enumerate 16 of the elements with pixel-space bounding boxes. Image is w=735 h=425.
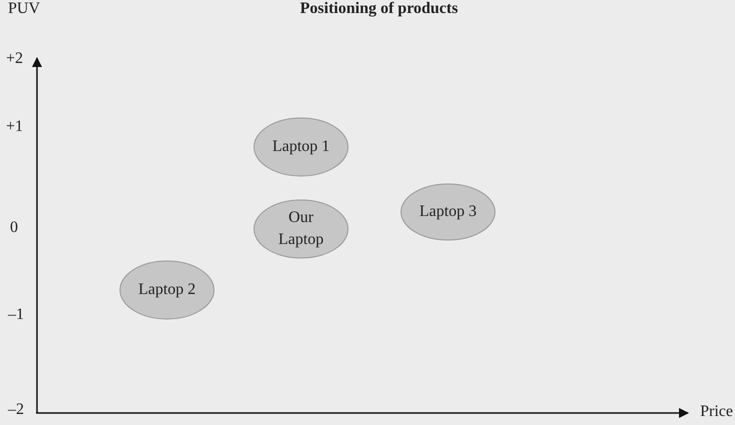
tick-label: +2	[6, 50, 24, 68]
product-ellipse	[253, 117, 349, 177]
product-ellipse	[119, 260, 215, 320]
product-label: Our Laptop	[277, 208, 325, 250]
product-ellipse	[400, 183, 496, 241]
product-ellipse	[253, 199, 349, 259]
axis-title: Price	[700, 403, 733, 421]
tick-label: 0	[10, 219, 18, 237]
tick-label: +1	[6, 118, 24, 136]
product-label: Laptop 1	[272, 137, 330, 157]
chart-title: Positioning of products	[300, 0, 458, 18]
tick-label: –1	[8, 306, 24, 324]
axis-title: PUV	[8, 0, 40, 18]
product-label: Laptop 2	[138, 280, 196, 300]
tick-label: –2	[8, 401, 24, 419]
product-label: Laptop 3	[419, 202, 477, 222]
